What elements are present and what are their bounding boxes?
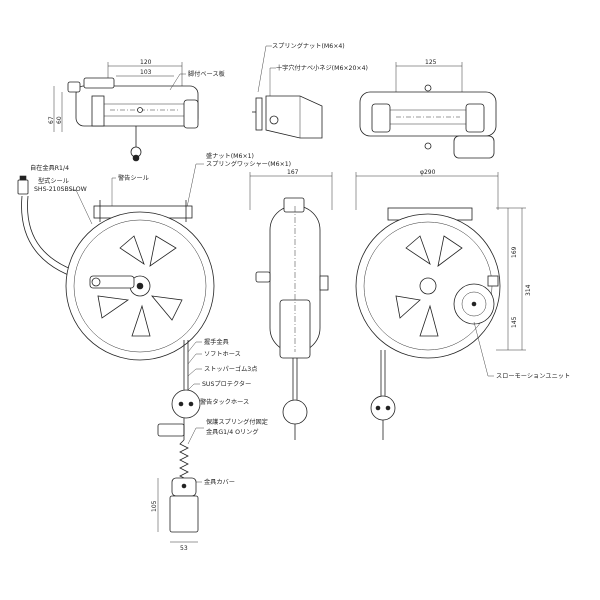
- label-base-plate: 脚付ベース板: [188, 70, 225, 78]
- label-fitting-cover: 金具カバー: [204, 478, 235, 486]
- bracket-detail: スプリングナット(M6×4) 十字穴付ナベ小ネジ(M6×20×4): [252, 42, 368, 139]
- front-view-left: 自在金具R1/4 型式シール SHS-210SBSLOW 警告シール 盛ナット(…: [17, 152, 291, 390]
- dim-fitting-len: 105: [151, 500, 158, 512]
- label-sus-protector: SUSプロテクター: [202, 380, 251, 388]
- top-view-left: 120 103 67 60 脚付ベース板: [48, 59, 225, 162]
- dim-diameter: φ290: [420, 169, 436, 176]
- dim-h-lower: 145: [511, 316, 518, 328]
- hose-fitting-assembly: 握手金具 ソフトホース ストッパーゴム3点 SUSプロテクター 警告タックホース…: [151, 338, 268, 552]
- top-view-right: 125: [359, 59, 497, 159]
- dim-top-h2: 60: [56, 116, 63, 124]
- label-seal-type: 型式シール: [38, 177, 69, 185]
- label-flat-nut: 盛ナット(M6×1): [206, 152, 254, 160]
- label-cross-pan-screw: 十字穴付ナベ小ネジ(M6×20×4): [276, 64, 368, 72]
- label-protective-spring: 保護スプリング付固定: [206, 418, 268, 426]
- dim-top-h1: 67: [48, 116, 55, 124]
- label-fitting-oring: 金具G1/4 Oリング: [206, 428, 259, 436]
- label-spring-nut: スプリングナット(M6×4): [272, 42, 345, 50]
- dim-top-inner: 103: [140, 69, 152, 76]
- dim-side-depth: 167: [287, 169, 299, 176]
- dim-h-upper: 169: [511, 246, 518, 258]
- label-slow-motion-unit: スローモーションユニット: [496, 373, 570, 380]
- label-model: SHS-210SBSLOW: [34, 186, 87, 193]
- label-stopper-rubber: ストッパーゴム3点: [204, 365, 257, 373]
- label-soft-hose: ソフトホース: [204, 351, 241, 358]
- dim-right-top-width: 125: [425, 59, 437, 66]
- label-spring-washer: スプリングワッシャー(M6×1): [206, 160, 291, 168]
- label-fitting: 自在金具R1/4: [30, 164, 69, 172]
- dim-fitting-w: 53: [180, 545, 188, 552]
- label-warning-tack-hose: 警告タックホース: [200, 398, 249, 406]
- dim-h-total: 314: [525, 284, 532, 296]
- dim-top-width: 120: [140, 59, 152, 66]
- label-warning-seal: 警告シール: [118, 174, 149, 182]
- rear-view: φ290 169 314 145 スローモーションユニット: [355, 169, 570, 440]
- label-hand-fitting: 握手金具: [204, 338, 229, 346]
- side-view: 167: [249, 169, 333, 440]
